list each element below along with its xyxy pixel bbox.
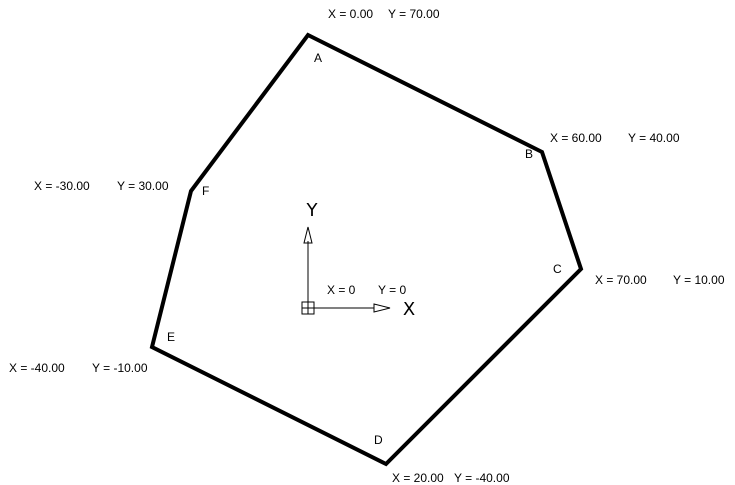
- x-axis-arrow: [373, 303, 391, 313]
- vertex-label-c: C: [553, 262, 562, 276]
- ucs-icon: Y X X = 0 Y = 0: [301, 200, 415, 320]
- vertex-c-coord-x: X = 70.00: [595, 273, 647, 287]
- vertex-e-coord-y: Y = -10.00: [92, 361, 148, 375]
- vertex-label-e: E: [167, 330, 175, 344]
- vertex-b-coord-x: X = 60.00: [550, 131, 602, 145]
- origin-coord-y: Y = 0: [378, 283, 406, 297]
- vertex-label-a: A: [314, 51, 322, 65]
- x-axis-label: X: [403, 299, 415, 320]
- y-axis-label: Y: [306, 200, 319, 221]
- vertex-label-b: B: [525, 147, 533, 161]
- vertex-e-coord-x: X = -40.00: [9, 361, 65, 375]
- vertex-label-d: D: [374, 433, 383, 447]
- vertex-a-coord-x: X = 0.00: [328, 7, 373, 21]
- vertex-b-coord-y: Y = 40.00: [628, 131, 680, 145]
- origin-coord-x: X = 0: [327, 283, 356, 297]
- polygon-outline: [149, 32, 584, 467]
- y-axis-arrow: [303, 226, 313, 244]
- vertex-c-coord-y: Y = 10.00: [673, 273, 725, 287]
- vertex-label-f: F: [202, 184, 209, 198]
- vertex-f-coord-x: X = -30.00: [34, 179, 90, 193]
- vertex-f-coord-y: Y = 30.00: [117, 179, 169, 193]
- vertex-a-coord-y: Y = 70.00: [388, 7, 440, 21]
- vertex-d-coord-y: Y = -40.00: [454, 471, 510, 485]
- vertex-d-coord-x: X = 20.00: [392, 471, 444, 485]
